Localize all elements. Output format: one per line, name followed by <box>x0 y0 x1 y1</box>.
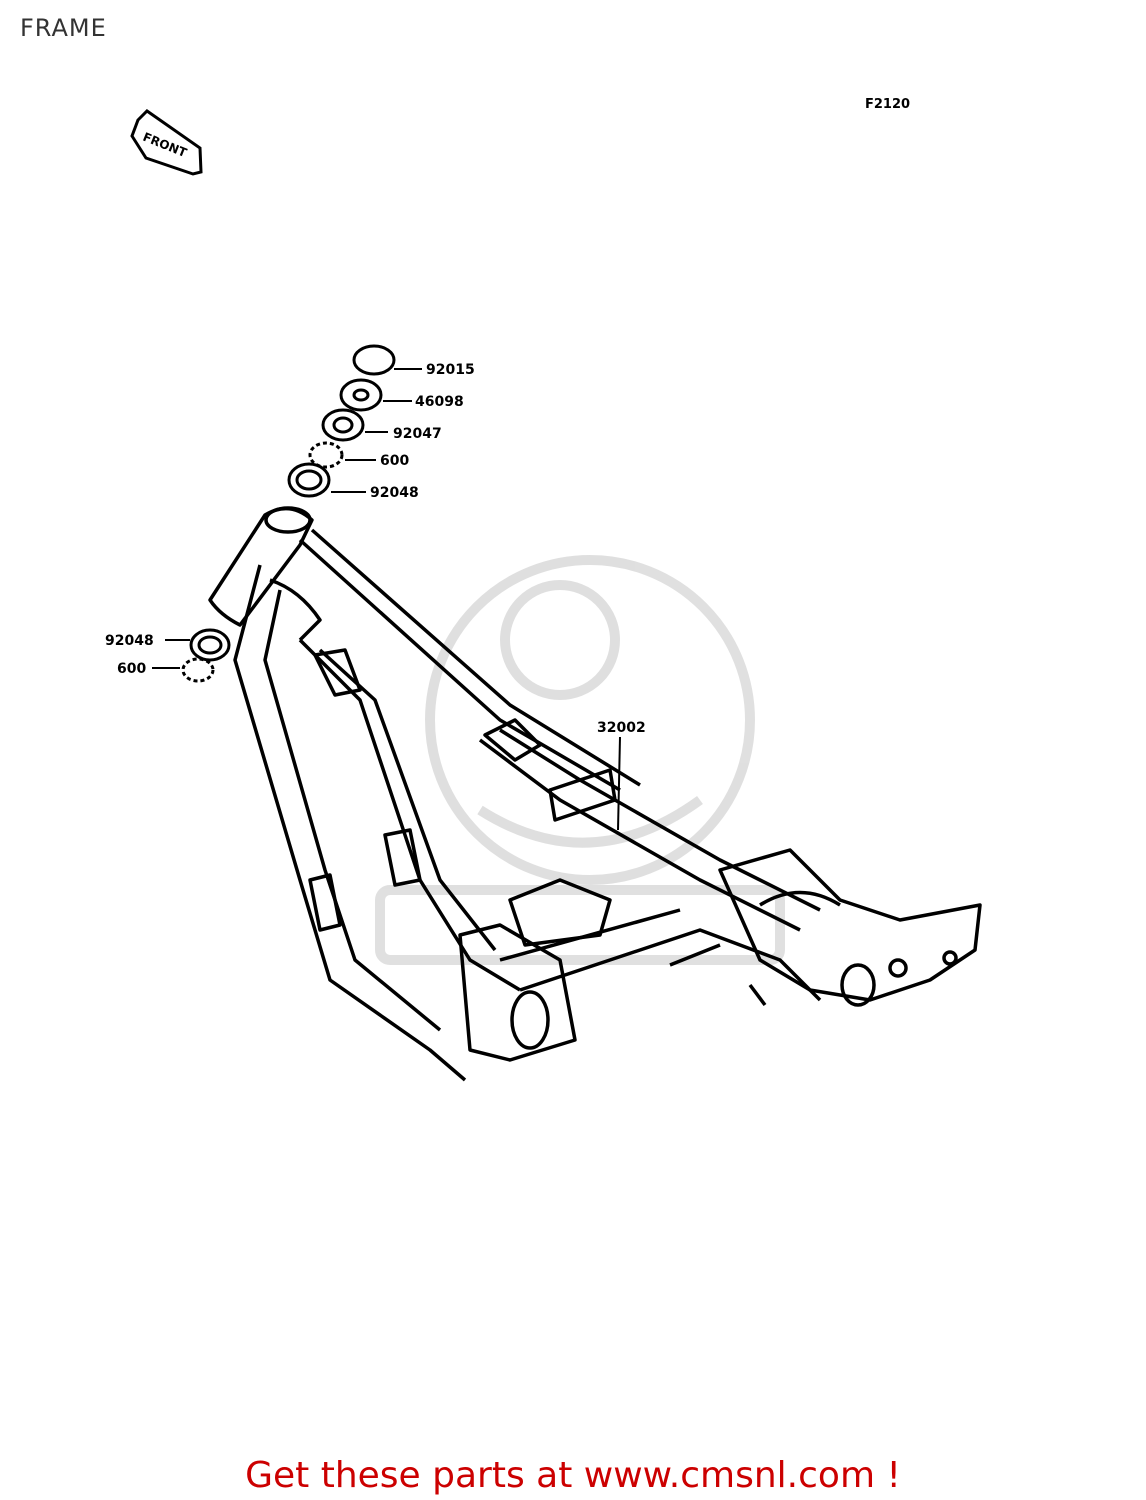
bearing-600-top <box>308 441 344 469</box>
part-label-600-top: 600 <box>380 453 409 469</box>
page-title: FRAME <box>20 14 107 42</box>
part-label-92048-top: 92048 <box>370 485 419 501</box>
leader-lines <box>152 368 621 831</box>
race-92048-top <box>287 462 331 498</box>
part-label-92015: 92015 <box>426 362 475 378</box>
diagram-code: F2120 <box>865 97 910 112</box>
nut-92015 <box>352 344 396 376</box>
part-label-32002: 32002 <box>597 720 646 736</box>
part-label-600-bottom: 600 <box>117 661 146 677</box>
race-92048-bottom <box>189 628 231 662</box>
washer-46098 <box>339 378 383 412</box>
bearing-600-bottom <box>181 657 215 683</box>
footer-link[interactable]: Get these parts at www.cmsnl.com ! <box>245 1455 901 1496</box>
watermark-logo <box>375 555 785 965</box>
part-label-92048-bottom: 92048 <box>105 633 154 649</box>
front-arrow-icon <box>130 109 203 176</box>
steering-head-parts <box>181 344 396 683</box>
frame-32002 <box>208 506 982 1082</box>
part-label-92047: 92047 <box>393 426 442 442</box>
part-label-46098: 46098 <box>415 394 464 410</box>
race-92047 <box>321 408 365 442</box>
